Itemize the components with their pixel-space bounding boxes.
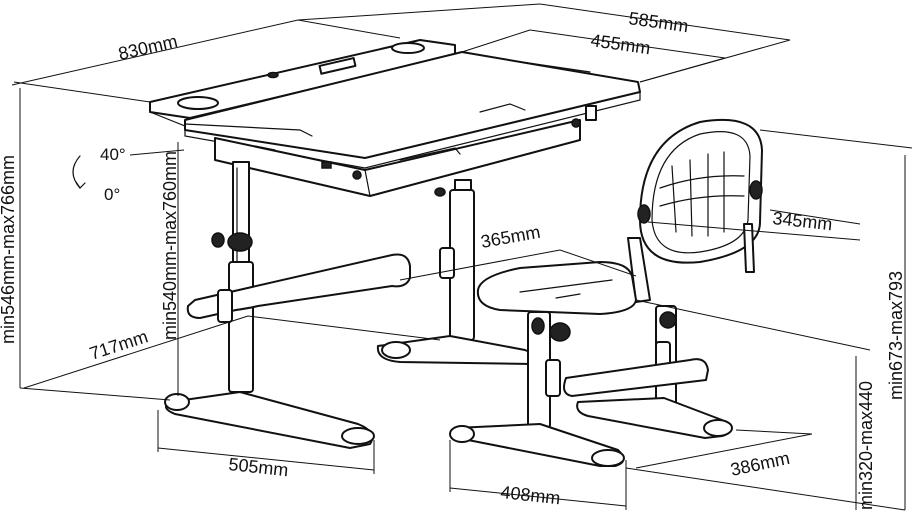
label-chair-total-height-range: min673-max793	[886, 271, 906, 400]
label-desk-foot-length: 505mm	[228, 454, 290, 480]
desk	[149, 39, 641, 449]
dimension-lines	[11, 3, 913, 511]
label-chair-seat-depth: 365mm	[479, 222, 542, 252]
label-desk-surface-height-range: min540mm-max760mm	[160, 151, 180, 340]
chair	[449, 118, 763, 467]
label-chair-back-width: 345mm	[772, 208, 834, 234]
label-tilt-max: 40°	[100, 145, 126, 164]
label-tilt-min: 0°	[104, 185, 120, 204]
label-desk-leg-span: 717mm	[87, 326, 150, 364]
label-chair-seat-height-range: min320-max440	[856, 381, 876, 510]
label-desk-top-depth: 455mm	[589, 30, 651, 58]
label-desk-total-depth: 585mm	[627, 8, 689, 36]
label-chair-base-depth: 386mm	[729, 448, 792, 480]
label-chair-base-width: 408mm	[500, 482, 562, 508]
label-desk-height-range: min546mm-max766mm	[0, 155, 18, 344]
label-desk-width: 830mm	[116, 31, 179, 64]
